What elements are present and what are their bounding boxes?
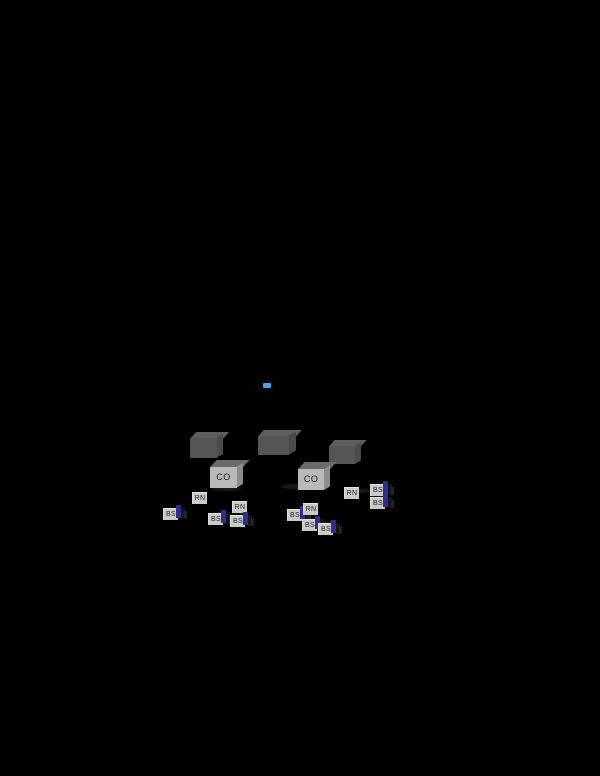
soldier-figure-icon bbox=[388, 497, 392, 508]
unit-team-flag-icon bbox=[300, 506, 305, 519]
unit-marker-label: BS bbox=[166, 511, 176, 518]
unit-marker-label: RN bbox=[234, 504, 246, 511]
unit-team-flag-icon bbox=[176, 505, 181, 518]
unit-marker-bs[interactable]: BS bbox=[302, 516, 326, 531]
soldier-figure-icon bbox=[184, 511, 187, 519]
crate-side-face bbox=[288, 431, 296, 455]
unit-team-flag-icon bbox=[383, 494, 388, 507]
soldier-figure-icon bbox=[336, 523, 340, 534]
unit-marker-panel: BS bbox=[163, 508, 178, 520]
unit-marker-panel: RN bbox=[232, 501, 247, 513]
crate-front-face: CO bbox=[210, 466, 238, 488]
unit-team-flag-icon bbox=[243, 512, 248, 525]
unit-marker-panel: BS bbox=[302, 519, 317, 531]
unit-marker-panel: BS bbox=[287, 509, 302, 521]
unit-marker-panel: BS bbox=[318, 523, 333, 535]
crate-front-face bbox=[329, 445, 356, 464]
unit-marker-bs[interactable]: BS bbox=[370, 494, 394, 509]
objective-marker-dot[interactable] bbox=[263, 383, 271, 388]
unit-marker-label: RN bbox=[194, 495, 206, 502]
unit-marker-panel: RN bbox=[344, 487, 359, 499]
crate-unit[interactable] bbox=[258, 430, 302, 455]
soldier-figure-icon bbox=[248, 515, 252, 526]
unit-marker-bs[interactable]: BS bbox=[287, 506, 311, 521]
crate-front-face: CO bbox=[298, 468, 325, 490]
unit-marker-label: BS bbox=[373, 487, 383, 494]
unit-marker-panel: RN bbox=[192, 492, 207, 504]
crate-unit[interactable] bbox=[329, 440, 367, 464]
unit-marker-label: BS bbox=[305, 522, 315, 529]
soldier-figure-icon bbox=[391, 500, 394, 508]
unit-marker-label: BS bbox=[233, 518, 243, 525]
crate-unit-labelled[interactable]: CO bbox=[298, 462, 337, 490]
soldier-figure-icon bbox=[251, 518, 254, 526]
unit-team-flag-icon bbox=[221, 510, 226, 523]
crate-side-face bbox=[236, 462, 243, 488]
unit-marker-rn[interactable]: RN bbox=[303, 503, 318, 515]
crate-side-face bbox=[216, 434, 223, 458]
unit-team-flag-icon bbox=[315, 516, 320, 529]
unit-team-flag-icon bbox=[383, 481, 388, 494]
crate-front-face bbox=[258, 436, 290, 455]
crate-label: CO bbox=[216, 471, 231, 482]
unit-marker-rn[interactable]: RN bbox=[192, 492, 207, 504]
crate-label: CO bbox=[303, 473, 319, 484]
crate-ground-shadow bbox=[211, 486, 241, 491]
soldier-figure-icon bbox=[226, 513, 230, 524]
crate-side-face bbox=[323, 465, 330, 490]
unit-marker-panel: RN bbox=[303, 503, 318, 515]
crate-side-face bbox=[354, 442, 361, 464]
crate-front-face bbox=[190, 438, 218, 458]
unit-marker-label: BS bbox=[290, 512, 300, 519]
unit-marker-label: BS bbox=[373, 500, 383, 507]
soldier-figure-icon bbox=[308, 512, 311, 520]
unit-team-flag-icon bbox=[331, 520, 336, 533]
soldier-figure-icon bbox=[181, 508, 185, 519]
crate-ground-shadow bbox=[348, 489, 372, 493]
unit-marker-label: RN bbox=[305, 506, 317, 513]
unit-marker-bs[interactable]: BS bbox=[318, 520, 342, 535]
unit-marker-label: BS bbox=[321, 526, 331, 533]
unit-marker-panel: BS bbox=[370, 484, 385, 496]
crate-unit-labelled[interactable]: CO bbox=[210, 460, 250, 488]
unit-marker-panel: BS bbox=[370, 497, 385, 509]
soldier-figure-icon bbox=[388, 484, 392, 495]
soldier-figure-icon bbox=[391, 487, 394, 495]
unit-marker-label: BS bbox=[211, 516, 221, 523]
unit-marker-rn[interactable]: RN bbox=[232, 501, 247, 513]
soldier-figure-icon bbox=[339, 526, 342, 534]
unit-marker-panel: BS bbox=[208, 513, 223, 525]
unit-marker-bs[interactable]: BS bbox=[230, 512, 254, 527]
crate-ground-shadow bbox=[281, 484, 311, 489]
unit-marker-bs[interactable]: BS bbox=[370, 481, 394, 496]
unit-marker-bs[interactable]: BS bbox=[163, 505, 187, 520]
unit-marker-bs[interactable]: BS bbox=[208, 510, 232, 525]
unit-marker-rn[interactable]: RN bbox=[344, 487, 359, 499]
unit-marker-label: RN bbox=[346, 490, 358, 497]
crate-unit[interactable] bbox=[190, 432, 230, 458]
unit-marker-panel: BS bbox=[230, 515, 245, 527]
